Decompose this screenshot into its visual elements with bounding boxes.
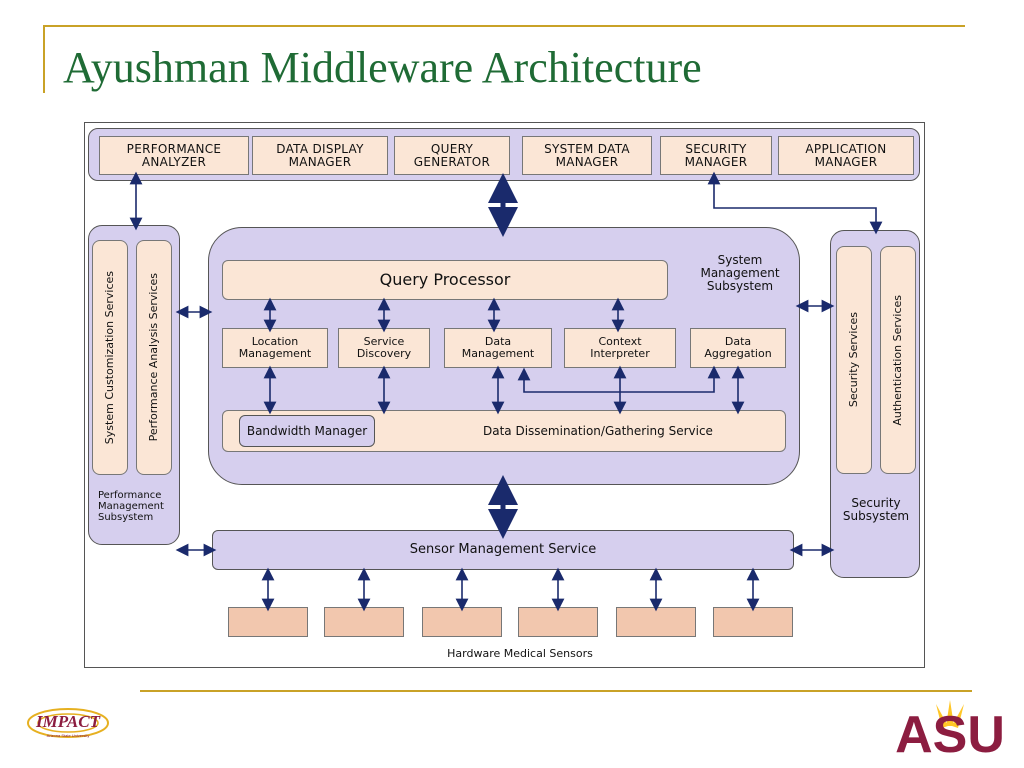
module-line: SYSTEM DATA <box>544 141 630 156</box>
security-services-box: Security Services <box>836 246 872 474</box>
module-line: ANALYZER <box>141 154 207 169</box>
asu-logo: ASU <box>895 700 1005 758</box>
module-line: Data <box>724 335 752 349</box>
performance-analyzer-box: PERFORMANCE ANALYZER <box>99 136 249 175</box>
asu-logo-text: ASU <box>895 706 1005 758</box>
hardware-sensor-4 <box>518 607 598 637</box>
module-line: Interpreter <box>590 347 650 360</box>
system-customization-services-label: System Customization Services <box>103 270 117 445</box>
location-management-box: Location Management <box>222 328 328 368</box>
label-line: Security <box>851 496 901 510</box>
label-line: System <box>717 253 763 267</box>
application-manager-box: APPLICATION MANAGER <box>778 136 914 175</box>
authentication-services-box: Authentication Services <box>880 246 916 474</box>
system-management-label: System Management Subsystem <box>690 253 790 294</box>
module-line: Management <box>238 347 312 360</box>
sensor-management-service-box: Sensor Management Service <box>212 530 794 570</box>
context-interpreter-box: Context Interpreter <box>564 328 676 368</box>
service-discovery-box: Service Discovery <box>338 328 430 368</box>
label-line: Subsystem <box>98 512 154 523</box>
module-line: Location <box>251 335 299 349</box>
data-dissemination-label: Data Dissemination/Gathering Service <box>483 423 713 438</box>
query-processor-box: Query Processor <box>222 260 668 300</box>
module-line: Management <box>461 347 535 360</box>
data-aggregation-box: Data Aggregation <box>690 328 786 368</box>
asu-sunburst-icon <box>936 700 964 728</box>
hardware-sensor-3 <box>422 607 502 637</box>
bandwidth-manager-label: Bandwidth Manager <box>246 423 368 438</box>
impact-logo-text: IMPACT <box>35 712 101 731</box>
security-services-label: Security Services <box>847 312 861 408</box>
module-line: SECURITY <box>685 141 747 156</box>
performance-analysis-services-box: Performance Analysis Services <box>136 240 172 475</box>
label-line: Management <box>700 266 780 281</box>
label-line: Subsystem <box>706 279 774 294</box>
module-line: MANAGER <box>814 154 878 169</box>
module-line: DATA DISPLAY <box>276 141 364 156</box>
hardware-medical-sensors-label: Hardware Medical Sensors <box>447 647 593 660</box>
query-processor-label: Query Processor <box>379 269 511 289</box>
system-data-manager-box: SYSTEM DATA MANAGER <box>522 136 652 175</box>
security-subsystem-label: Security Subsystem <box>832 496 920 524</box>
module-line: GENERATOR <box>413 154 491 169</box>
module-line: Context <box>598 335 642 349</box>
module-line: APPLICATION <box>805 141 887 156</box>
module-line: Discovery <box>356 347 412 360</box>
slide-title: Ayushman Middleware Architecture <box>63 43 702 92</box>
module-line: MANAGER <box>684 154 748 169</box>
data-management-box: Data Management <box>444 328 552 368</box>
performance-analysis-services-label: Performance Analysis Services <box>147 273 161 442</box>
impact-logo-subtext: Arizona State University <box>47 733 90 738</box>
security-manager-box: SECURITY MANAGER <box>660 136 772 175</box>
bandwidth-manager-box: Bandwidth Manager <box>239 415 375 447</box>
hardware-sensor-2 <box>324 607 404 637</box>
performance-subsystem-label: Performance Management Subsystem <box>90 490 188 523</box>
data-display-manager-box: DATA DISPLAY MANAGER <box>252 136 388 175</box>
label-line: Subsystem <box>842 509 910 524</box>
module-line: Service <box>363 335 405 349</box>
title-rule-left <box>43 25 45 93</box>
module-line: MANAGER <box>555 154 619 169</box>
system-customization-services-box: System Customization Services <box>92 240 128 475</box>
module-line: Data <box>484 335 512 349</box>
module-line: Aggregation <box>704 347 772 360</box>
title-rule-top <box>43 25 965 27</box>
module-line: QUERY <box>430 141 474 156</box>
module-line: PERFORMANCE <box>126 141 222 156</box>
hardware-sensor-6 <box>713 607 793 637</box>
query-generator-box: QUERY GENERATOR <box>394 136 510 175</box>
hardware-sensor-1 <box>228 607 308 637</box>
impact-logo: IMPACT Arizona State University <box>27 708 109 738</box>
sensor-management-label: Sensor Management Service <box>409 542 597 558</box>
module-line: MANAGER <box>288 154 352 169</box>
authentication-services-label: Authentication Services <box>891 294 905 426</box>
label-line: Performance <box>98 490 162 501</box>
hardware-sensor-5 <box>616 607 696 637</box>
label-line: Management <box>98 501 164 512</box>
footer-rule <box>140 690 972 692</box>
